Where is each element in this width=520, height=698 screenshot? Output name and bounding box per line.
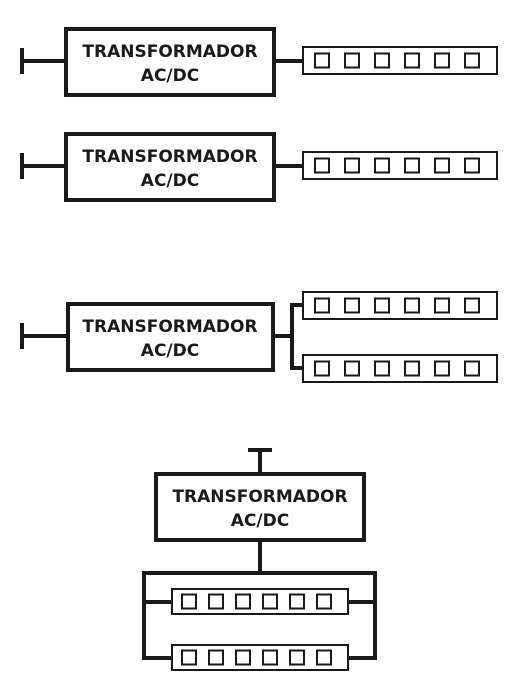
led-chip	[404, 297, 420, 314]
led-chip	[434, 157, 450, 174]
led-chip	[314, 360, 330, 377]
led-chip	[208, 649, 224, 666]
led-strip	[302, 151, 498, 180]
led-strip	[171, 644, 349, 671]
led-chip	[289, 593, 305, 610]
led-chip	[434, 360, 450, 377]
led-chip	[434, 297, 450, 314]
led-chip	[344, 360, 360, 377]
led-chip	[404, 52, 420, 69]
led-chip	[464, 157, 480, 174]
led-chip	[374, 360, 390, 377]
transformer-label-line1: TRANSFORMADOR	[82, 147, 257, 167]
transformer-box	[154, 472, 366, 542]
diagram-2: TRANSFORMADOR AC/DC	[20, 132, 498, 202]
transformer-label-line2: AC/DC	[141, 341, 199, 361]
led-chip	[181, 593, 197, 610]
led-strip	[302, 46, 498, 75]
split-wire	[290, 303, 303, 370]
led-chip	[374, 52, 390, 69]
transformer-label-line2: AC/DC	[141, 171, 199, 191]
transformer-label-line2: AC/DC	[231, 511, 289, 531]
led-chip	[344, 157, 360, 174]
led-strip	[302, 291, 498, 320]
led-strip	[171, 588, 349, 615]
led-chip	[464, 52, 480, 69]
led-chip	[181, 649, 197, 666]
led-chip	[316, 593, 332, 610]
transformer-box	[64, 132, 276, 202]
led-chip	[208, 593, 224, 610]
diagram-4: TRANSFORMADOR AC/DC	[142, 448, 377, 671]
loop-wire	[142, 571, 377, 660]
transformer-label-line1: TRANSFORMADOR	[172, 487, 347, 507]
led-chip	[314, 297, 330, 314]
led-chip	[374, 297, 390, 314]
transformer-label-line1: TRANSFORMADOR	[82, 317, 257, 337]
led-chip	[344, 297, 360, 314]
led-chip	[316, 649, 332, 666]
led-chip	[404, 157, 420, 174]
led-strip	[302, 354, 498, 383]
diagram-1: TRANSFORMADOR AC/DC	[20, 27, 498, 97]
led-chip	[404, 360, 420, 377]
led-chip	[464, 297, 480, 314]
led-chip	[289, 649, 305, 666]
transformer-label-line2: AC/DC	[141, 66, 199, 86]
led-chip	[235, 649, 251, 666]
led-chip	[344, 52, 360, 69]
led-chip	[434, 52, 450, 69]
transformer-label-line1: TRANSFORMADOR	[82, 42, 257, 62]
led-chip	[314, 52, 330, 69]
led-chip	[314, 157, 330, 174]
led-chip	[374, 157, 390, 174]
led-chip	[262, 649, 278, 666]
diagram-3: TRANSFORMADOR AC/DC	[20, 291, 498, 383]
led-chip	[262, 593, 278, 610]
led-chip	[464, 360, 480, 377]
led-chip	[235, 593, 251, 610]
